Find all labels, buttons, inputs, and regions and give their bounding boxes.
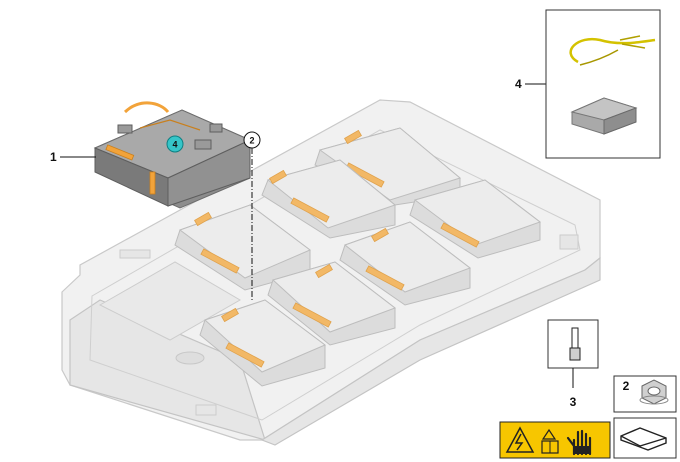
- wire-loom-icon: [569, 35, 656, 66]
- svg-text:4: 4: [172, 140, 177, 150]
- svg-text:4: 4: [515, 77, 522, 91]
- manual-icon: [541, 428, 559, 454]
- svg-text:2: 2: [249, 136, 254, 146]
- cell-module-row-front: [199, 261, 397, 387]
- callout-2: 2: [243, 131, 261, 300]
- svg-text:2: 2: [623, 379, 630, 393]
- cell-module-row-back: [261, 127, 462, 239]
- part-3-frame: [547, 319, 599, 369]
- callout-3: 3: [570, 368, 577, 409]
- svg-text:3: 3: [570, 395, 577, 409]
- callout-1: 1: [50, 150, 96, 164]
- callout-4: 4: [515, 77, 546, 91]
- warning-label: [499, 421, 611, 459]
- cutter-tool-icon: [569, 327, 581, 361]
- callout-badge-4: 4: [166, 135, 184, 153]
- svg-text:1: 1: [50, 150, 57, 164]
- part-2-frame: 2: [613, 375, 677, 413]
- battery-control-unit[interactable]: [93, 101, 252, 209]
- box-component-icon: [570, 97, 638, 135]
- high-voltage-warning-icon: [505, 426, 535, 453]
- cell-module-row-middle: [174, 179, 542, 306]
- glove-icon: [566, 429, 592, 456]
- tray-outline-icon: [613, 417, 677, 459]
- hex-nut-icon: [639, 379, 669, 405]
- part-4-frame: [545, 9, 661, 159]
